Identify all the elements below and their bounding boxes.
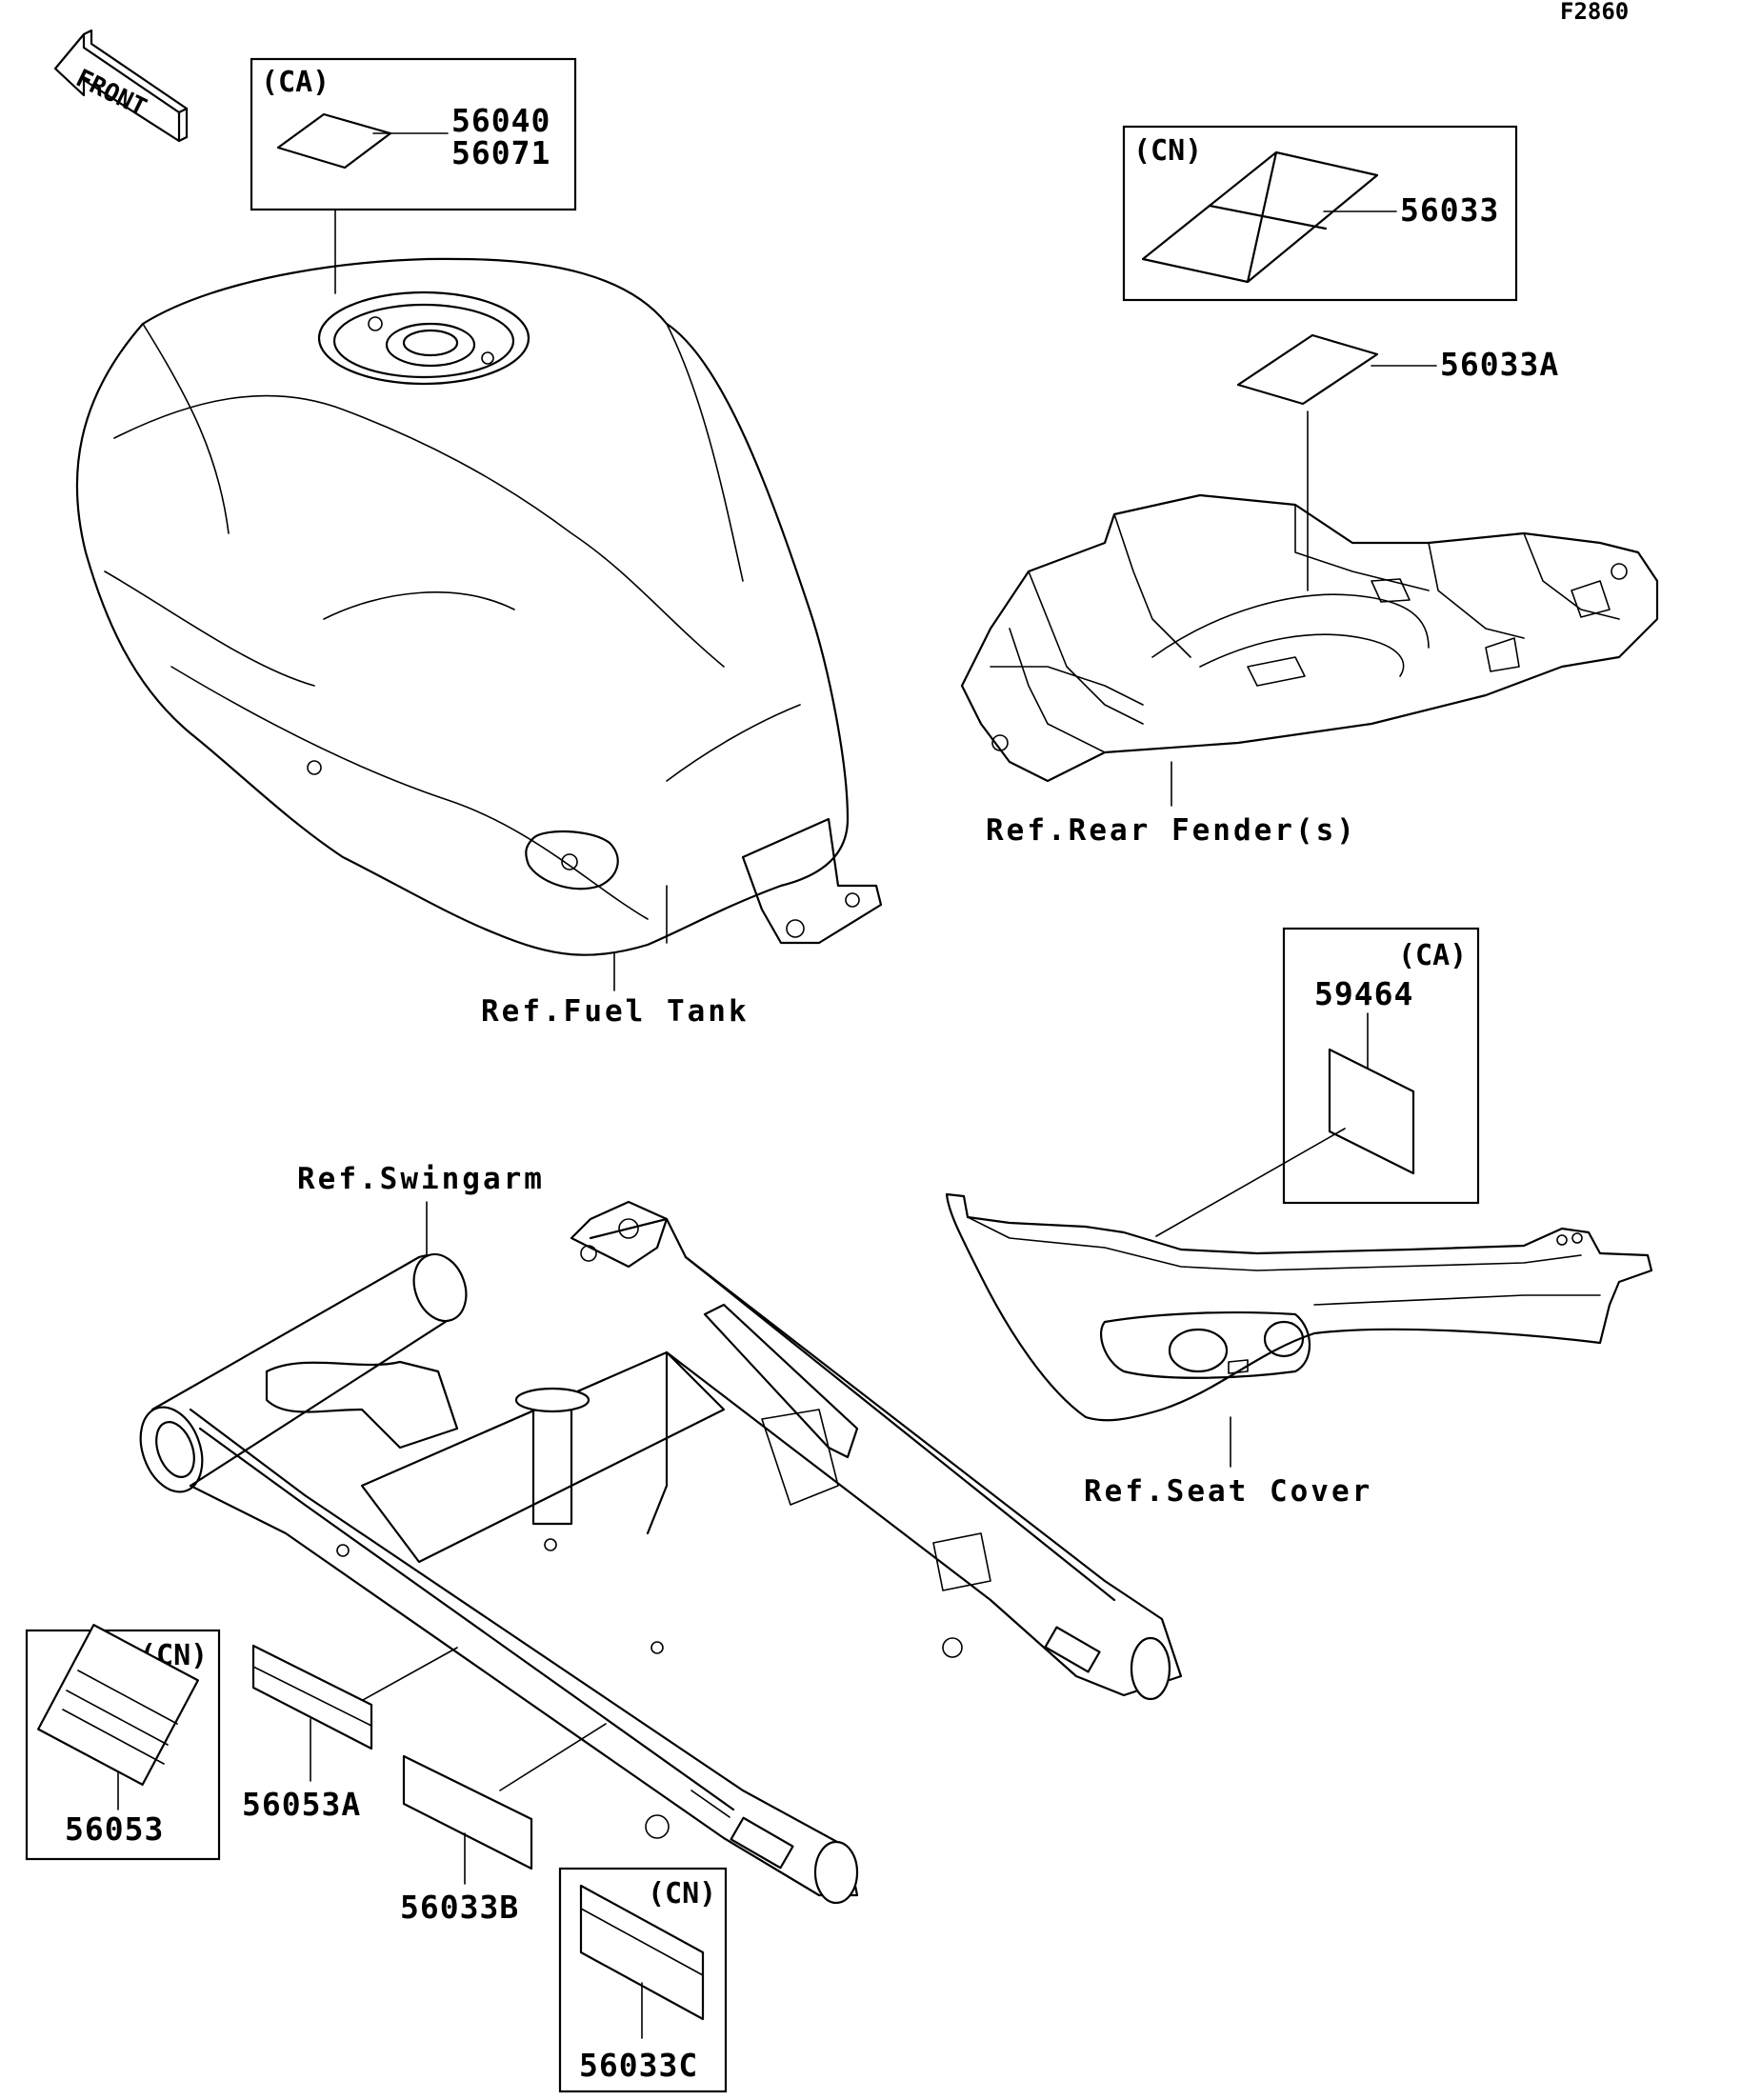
leader-59464 [1155,1128,1346,1237]
part-59464: 59464 [1314,975,1413,1012]
part-56033b: 56033B [400,1889,519,1926]
part-56071: 56071 [451,134,550,171]
part-56053: 56053 [65,1810,164,1848]
swingarm-bottom-region: (CN) [648,1877,716,1910]
swingarm-drawing [139,1200,1183,1905]
ref-rear-fender: Ref.Rear Fender(s) [986,813,1357,848]
label-56053a-group: 56053A [242,1644,373,1823]
ref-swingarm: Ref.Swingarm [297,1162,545,1196]
figure-code: F2860 [1560,0,1629,25]
part-56033c: 56033C [579,2047,698,2084]
fender-label-region: (CN) [1133,134,1202,168]
part-56033a: 56033A [1440,346,1559,383]
leader-56033b [499,1723,607,1791]
part-56033: 56033 [1400,191,1499,229]
seat-label-box: (CA) 59464 [1282,927,1480,1205]
rear-fender-drawing [960,493,1659,783]
seat-cover-drawing [945,1192,1653,1422]
label-56033a-shape [1236,333,1379,406]
fuel-tank-drawing [75,257,883,956]
swingarm-left-box: (CN) 56053 [25,1624,221,1861]
fender-label-box: (CN) 56033 [1122,125,1518,302]
seat-label-region: (CA) [1398,939,1467,972]
tank-label-box: (CA) 56040 56071 [250,57,577,211]
swingarm-bottom-box: (CN) 56033C [558,1867,728,2093]
label-56033b-group: 56033B [400,1754,533,1926]
tank-label-region: (CA) [261,66,330,99]
ref-fuel-tank: Ref.Fuel Tank [481,994,750,1029]
part-56053a: 56053A [242,1786,361,1823]
part-56040: 56040 [451,102,550,139]
ref-seat-cover: Ref.Seat Cover [1084,1474,1372,1509]
leader-56053a [353,1647,458,1706]
front-direction-arrow: FRONT [53,29,189,143]
